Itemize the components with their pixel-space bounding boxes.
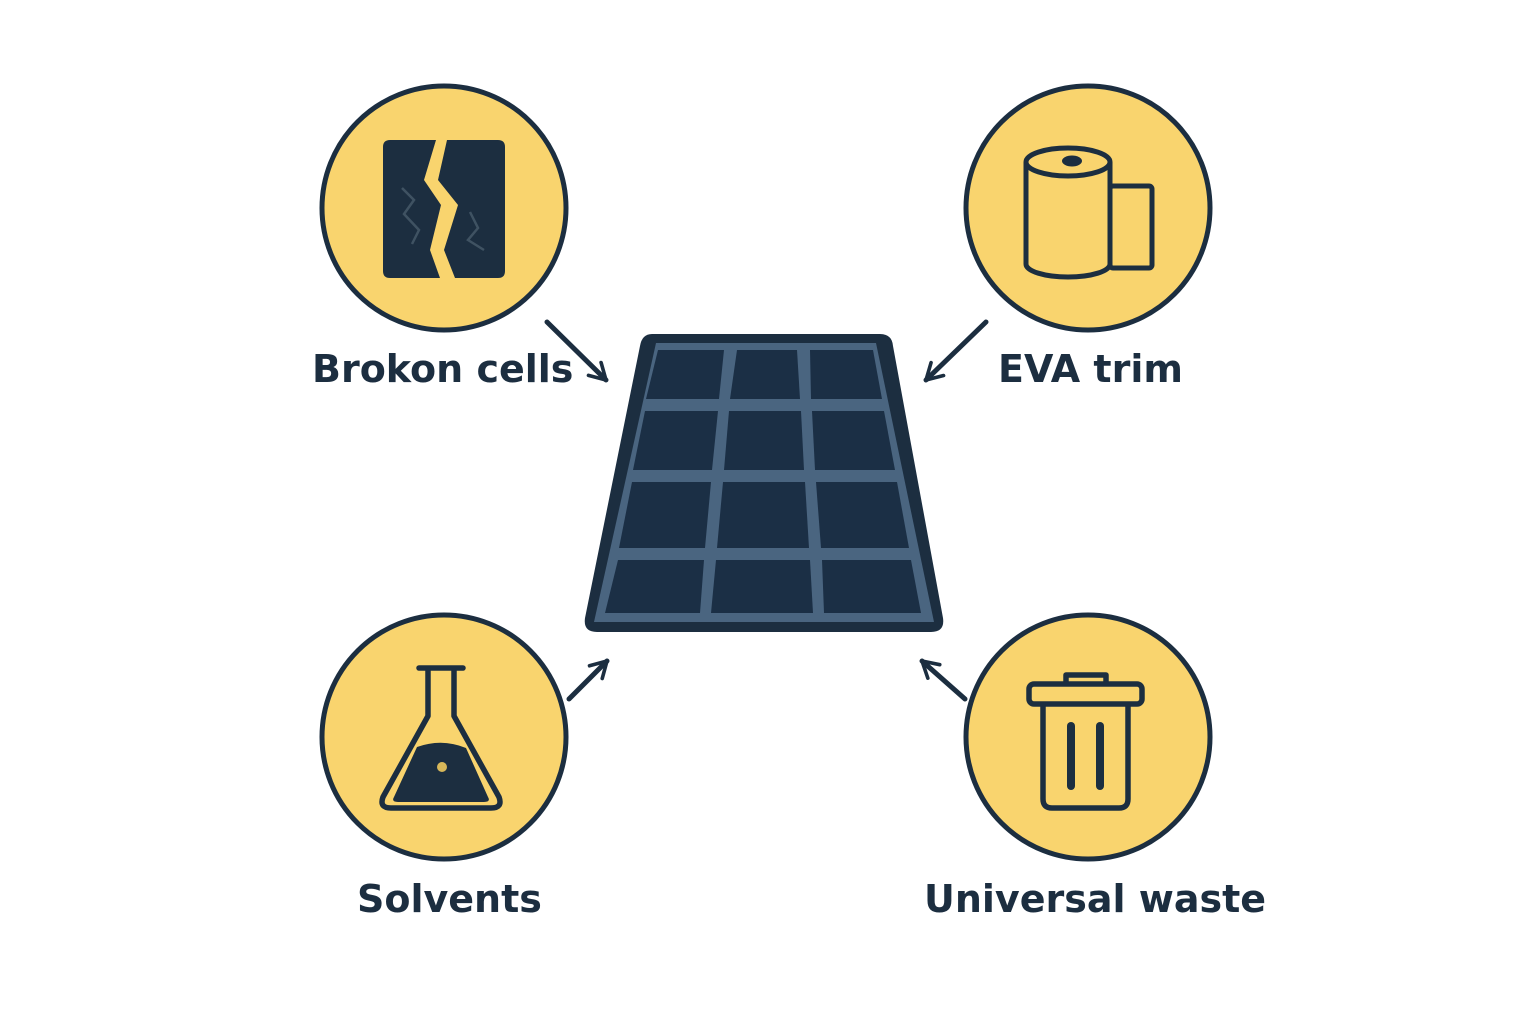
solvents-label: Solvents xyxy=(357,877,542,921)
arrow-eva-trim xyxy=(923,319,989,383)
flask-icon xyxy=(379,665,503,811)
broken-cells-node xyxy=(319,83,569,333)
film-roll-icon xyxy=(1023,145,1155,280)
universal-waste-node xyxy=(963,612,1213,862)
eva-trim-label: EVA trim xyxy=(998,347,1183,391)
solar-panel-icon xyxy=(584,334,944,632)
solvents-node xyxy=(319,612,569,862)
broken-cells-label: Brokon cells xyxy=(312,347,574,391)
arrows xyxy=(544,319,989,702)
arrow-universal-waste xyxy=(919,658,968,702)
arrow-solvents xyxy=(566,658,610,702)
eva-trim-node xyxy=(963,83,1213,333)
trash-can-icon xyxy=(1026,672,1145,811)
arrow-broken-cells xyxy=(544,319,609,383)
cracked-cell-icon xyxy=(383,140,505,278)
universal-waste-label: Universal waste xyxy=(924,877,1267,921)
